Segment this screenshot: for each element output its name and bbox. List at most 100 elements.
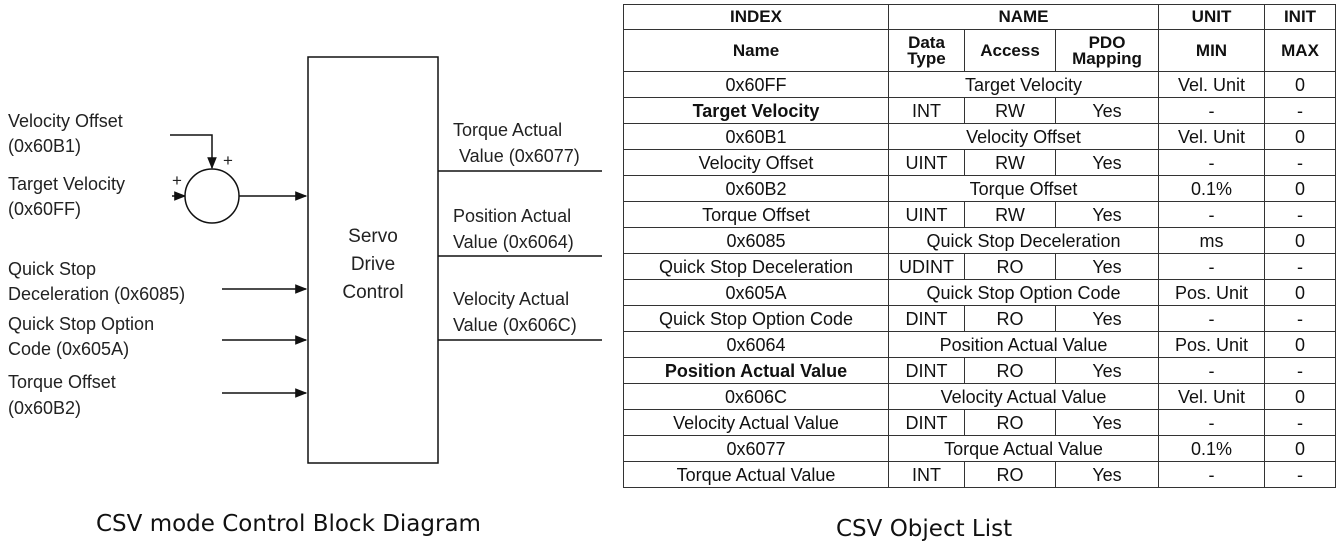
block-label-line2: Drive [351,254,395,275]
object-max: - [1264,409,1336,436]
target-velocity-index: (0x60FF) [8,199,81,219]
object-init: 0 [1264,435,1336,462]
object-min: - [1158,409,1266,436]
velocity-offset-label: Velocity Offset [8,111,123,131]
object-index: 0x6085 [623,227,889,254]
object-title: Position Actual Value [887,331,1160,358]
object-data-type: DINT [888,409,965,436]
object-title: Velocity Actual Value [887,383,1160,410]
object-pdo-mapping: Yes [1054,305,1160,332]
object-pdo-mapping: Yes [1054,357,1160,384]
csv-object-table: INDEX NAME UNIT INIT Name Data Type Acce… [623,4,1336,488]
object-pdo-mapping: Yes [1054,97,1160,124]
table-caption: CSV Object List [836,516,1013,542]
object-name: Quick Stop Deceleration [623,253,889,280]
quick-stop-option-label: Quick Stop Option [8,314,154,334]
object-index: 0x606C [623,383,889,410]
object-data-type: DINT [888,357,965,384]
object-init: 0 [1264,175,1336,202]
object-init: 0 [1264,383,1336,410]
torque-actual-label: Torque Actual [453,120,562,140]
object-index: 0x6064 [623,331,889,358]
object-data-type: INT [888,461,965,488]
object-data-type: INT [888,97,965,124]
object-init: 0 [1264,123,1336,150]
header-data-type: Data Type [888,29,965,72]
velocity-actual-index: Value (0x606C) [453,315,577,335]
header-index: INDEX [623,4,889,30]
object-unit: 0.1% [1158,435,1266,462]
object-min: - [1158,97,1266,124]
object-unit: Pos. Unit [1158,279,1266,306]
object-access: RO [964,253,1056,280]
object-access: RO [964,461,1056,488]
object-unit: Vel. Unit [1158,383,1266,410]
position-actual-label: Position Actual [453,206,571,226]
object-min: - [1158,253,1266,280]
servo-drive-block [307,56,439,464]
object-access: RO [964,357,1056,384]
object-min: - [1158,201,1266,228]
object-name: Quick Stop Option Code [623,305,889,332]
object-max: - [1264,97,1336,124]
object-init: 0 [1264,279,1336,306]
object-max: - [1264,201,1336,228]
object-max: - [1264,305,1336,332]
object-pdo-mapping: Yes [1054,461,1160,488]
object-unit: ms [1158,227,1266,254]
object-name: Torque Offset [623,201,889,228]
summer-sign-left: + [172,171,182,190]
object-data-type: UINT [888,201,965,228]
header-row-2: Name Data Type Access PDO Mapping MIN MA… [623,29,1336,72]
header-init: INIT [1264,4,1336,30]
object-name: Target Velocity [623,97,889,124]
object-min: - [1158,149,1266,176]
velocity-actual-label: Velocity Actual [453,289,569,309]
object-unit: Vel. Unit [1158,71,1266,98]
object-access: RO [964,305,1056,332]
block-label-line3: Control [342,282,403,303]
diagram-caption: CSV mode Control Block Diagram [96,511,481,537]
object-max: - [1264,357,1336,384]
header-unit: UNIT [1158,4,1266,30]
quick-stop-option-index: Code (0x605A) [8,339,129,359]
object-data-type: UDINT [888,253,965,280]
position-actual-index: Value (0x6064) [453,232,574,252]
velocity-offset-arrow [170,134,217,170]
target-velocity-label: Target Velocity [8,174,125,194]
object-title: Velocity Offset [887,123,1160,150]
object-name: Velocity Offset [623,149,889,176]
object-min: - [1158,461,1266,488]
object-access: RO [964,409,1056,436]
block-label-line1: Servo [348,226,398,247]
object-index: 0x6077 [623,435,889,462]
control-block-diagram: Velocity Offset (0x60B1) Target Velocity… [8,56,602,464]
torque-offset-index: (0x60B2) [8,398,81,418]
object-unit: 0.1% [1158,175,1266,202]
header-max: MAX [1264,29,1336,72]
object-unit: Pos. Unit [1158,331,1266,358]
header-row-1: INDEX NAME UNIT INIT [623,4,1336,30]
object-access: RW [964,149,1056,176]
torque-offset-label: Torque Offset [8,372,116,392]
object-min: - [1158,305,1266,332]
object-access: RW [964,97,1056,124]
object-access: RW [964,201,1056,228]
object-max: - [1264,461,1336,488]
object-title: Torque Offset [887,175,1160,202]
object-max: - [1264,149,1336,176]
object-unit: Vel. Unit [1158,123,1266,150]
object-name: Position Actual Value [623,357,889,384]
object-pdo-mapping: Yes [1054,149,1160,176]
